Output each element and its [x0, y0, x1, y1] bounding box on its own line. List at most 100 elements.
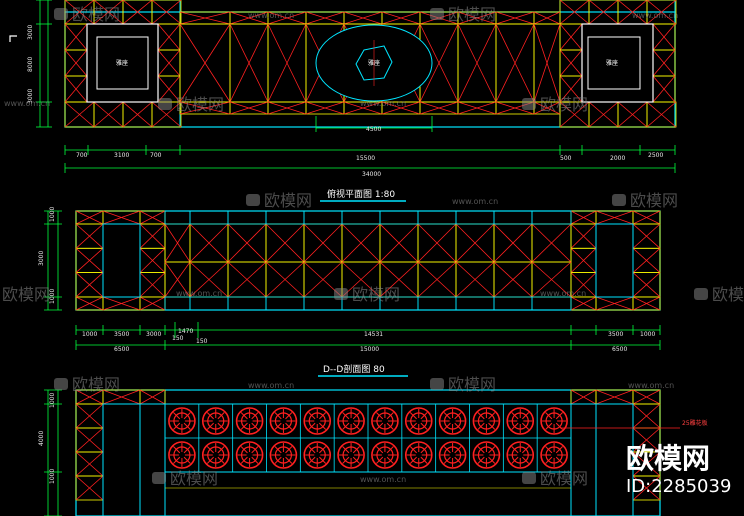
- cross-diagonal: [157, 49, 181, 77]
- cross-diagonal: [559, 0, 590, 25]
- watermark-logo-icon: [54, 378, 68, 390]
- room-label-left: 雅座: [116, 59, 128, 67]
- cross-diagonal: [75, 427, 104, 453]
- cross-diagonal: [455, 223, 495, 263]
- cross-diagonal: [179, 23, 231, 103]
- cross-diagonal: [303, 223, 343, 263]
- cross-diagonal: [559, 49, 583, 77]
- cross-diagonal: [419, 23, 459, 103]
- cross-diagonal: [381, 11, 421, 25]
- section-left-col: [139, 403, 166, 516]
- carved-rosette: [235, 441, 264, 469]
- cross-diagonal: [417, 223, 457, 263]
- dim-top-7: 2500: [648, 152, 663, 159]
- rosette-petal: [454, 456, 462, 464]
- watermark-logo-icon: [334, 288, 348, 300]
- rosette-petal: [319, 456, 327, 464]
- rosette-petal: [285, 422, 293, 430]
- dim-top-5: 500: [560, 155, 572, 162]
- rosette-petal: [206, 422, 214, 430]
- cross-diagonal: [75, 223, 104, 249]
- dim-top-6: 2000: [610, 155, 625, 162]
- plan-title: 俯视平面图 1:80: [327, 188, 395, 200]
- watermark-brand-10: 欧模网: [72, 375, 120, 394]
- rosette-petal: [555, 446, 563, 454]
- cross-diagonal: [139, 389, 166, 405]
- rosette-petal: [386, 412, 394, 420]
- carved-rosette: [235, 407, 264, 435]
- carved-rosette: [168, 441, 196, 469]
- rosette-petal: [522, 412, 530, 420]
- watermark-logo-icon: [430, 378, 444, 390]
- p2-mid-top-cell: [341, 210, 381, 225]
- carved-rosette: [201, 441, 230, 469]
- cross-diagonal: [75, 475, 104, 501]
- p2-mid-bottom-cell: [493, 296, 533, 311]
- dim-left-bot-2: 4000: [38, 431, 45, 446]
- rosette-petal: [240, 446, 248, 454]
- watermark-url-10: www.om.cn: [360, 475, 406, 484]
- watermark-brand-13: 欧模网: [540, 469, 588, 488]
- rosette-petal: [183, 422, 191, 430]
- rosette-petal: [240, 412, 248, 420]
- dim-left-mid-1: 1000: [49, 207, 56, 222]
- rosette-petal: [386, 446, 394, 454]
- dim-mid-5: 14531: [364, 331, 383, 338]
- rosette-petal: [522, 446, 530, 454]
- cross-diagonal: [64, 101, 95, 128]
- right-room-frame: [581, 23, 654, 103]
- watermark-brand-4: 欧模网: [540, 95, 588, 114]
- rosette-petal: [511, 412, 519, 420]
- rosette-petal: [274, 412, 282, 420]
- cross-diagonal: [570, 389, 597, 405]
- cross-diagonal: [93, 101, 124, 128]
- rosette-petal: [240, 456, 248, 464]
- cross-diagonal: [652, 23, 676, 51]
- cross-diagonal: [646, 101, 677, 128]
- rosette-petal: [420, 456, 428, 464]
- rosette-petal: [555, 412, 563, 420]
- watermark-brand-5: 欧模网: [264, 191, 312, 210]
- rosette-petal: [386, 422, 394, 430]
- watermark-logo-icon: [158, 98, 172, 110]
- rosette-petal: [488, 412, 496, 420]
- rosette-petal: [477, 422, 485, 430]
- dim-mid-2: 3500: [114, 331, 129, 338]
- cross-diagonal: [457, 101, 497, 115]
- cross-diagonal: [343, 101, 383, 115]
- rosette-petal: [511, 456, 519, 464]
- cross-diagonal: [102, 389, 141, 405]
- cross-diagonal: [531, 223, 572, 263]
- cross-diagonal: [75, 272, 104, 298]
- rosette-petal: [319, 446, 327, 454]
- cross-diagonal: [632, 248, 661, 273]
- watermark-brand-9: 欧模网: [712, 285, 744, 304]
- cross-diagonal: [559, 75, 583, 103]
- cross-diagonal: [64, 0, 95, 25]
- cross-diagonal: [632, 272, 661, 298]
- section-left-tower: [75, 389, 166, 516]
- rosette-petal: [251, 446, 259, 454]
- dim-left-top-2: 8000: [27, 57, 34, 72]
- rosette-petal: [386, 456, 394, 464]
- p2-mid-top-cell: [303, 210, 343, 225]
- p2-mid-top-cell: [379, 210, 419, 225]
- cross-diagonal: [227, 223, 267, 263]
- cross-diagonal: [570, 248, 597, 273]
- cross-diagonal: [64, 75, 88, 103]
- rosette-petal: [454, 412, 462, 420]
- rosette-petal: [285, 456, 293, 464]
- cross-diagonal: [265, 261, 305, 298]
- rosette-petal: [240, 422, 248, 430]
- cross-diagonal: [139, 223, 166, 249]
- cross-diagonal: [267, 11, 307, 25]
- cross-diagonal: [632, 296, 661, 311]
- p2-mid-bottom-cell: [531, 296, 572, 311]
- p2-mid-top-cell: [164, 210, 191, 225]
- carved-rosette: [438, 441, 467, 469]
- rosette-petal: [443, 412, 451, 420]
- carved-rosette: [506, 441, 535, 469]
- watermark-brand-8: 欧模网: [352, 285, 400, 304]
- watermark-url-2: www.om.cn: [632, 11, 678, 20]
- rosette-petal: [274, 446, 282, 454]
